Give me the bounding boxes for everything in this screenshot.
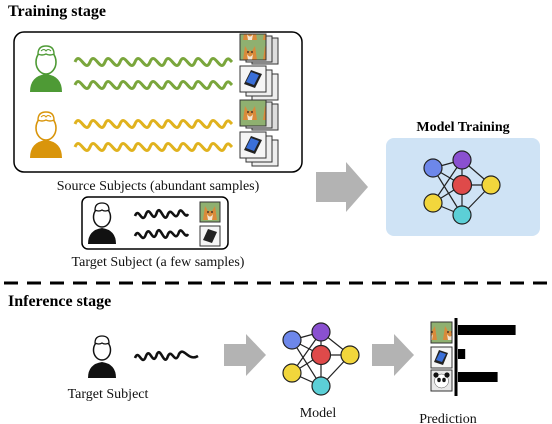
inference-subject-caption: Target Subject (68, 387, 149, 402)
source-image-stack-2 (239, 99, 279, 167)
prediction-bars (458, 325, 516, 382)
panda-photo-icon (430, 369, 453, 392)
source-subjects-caption: Source Subjects (abundant samples) (57, 179, 260, 194)
eeg-signal-yellow-2 (73, 142, 234, 152)
laptop-photo-icon (430, 346, 453, 369)
target-eeg-signal-2 (133, 228, 190, 240)
inference-arrow-2 (372, 334, 414, 376)
inference-stage-title: Inference stage (8, 293, 111, 310)
inference-model-caption: Model (300, 406, 337, 421)
training-arrow (316, 162, 368, 212)
eeg-signal-green-1 (73, 57, 234, 67)
source-subject-green-icon (30, 45, 62, 92)
target-subject-panel (81, 196, 229, 250)
laptop-photo-icon (199, 225, 221, 247)
source-image-stack-1 (239, 33, 279, 101)
inference-arrow-1 (224, 334, 266, 376)
corgi-photo-icon (199, 201, 221, 223)
eeg-signal-yellow-1 (73, 119, 234, 129)
source-subjects-panel (13, 31, 303, 173)
corgi-photo-icon (239, 33, 267, 61)
eeg-signal-green-2 (73, 80, 234, 90)
target-eeg-signal-1 (133, 208, 190, 220)
prediction-bar (458, 349, 466, 359)
training-stage-title: Training stage (8, 3, 106, 20)
prediction-caption: Prediction (419, 412, 477, 424)
corgi-photo-icon (430, 321, 453, 344)
prediction-bar (458, 325, 516, 335)
inference-eeg-signal (133, 350, 199, 362)
source-subject-orange-icon (30, 111, 62, 158)
laptop-photo-icon (239, 65, 267, 93)
corgi-photo-icon (239, 99, 267, 127)
inference-target-subject-icon (88, 335, 116, 378)
target-subject-caption: Target Subject (a few samples) (72, 255, 245, 270)
inference-neural-network-icon (282, 322, 360, 396)
target-subject-icon (88, 202, 116, 244)
neural-network-icon (423, 150, 501, 225)
laptop-photo-icon (239, 131, 267, 159)
model-training-title: Model Training (416, 120, 509, 135)
prediction-bar (458, 372, 498, 382)
